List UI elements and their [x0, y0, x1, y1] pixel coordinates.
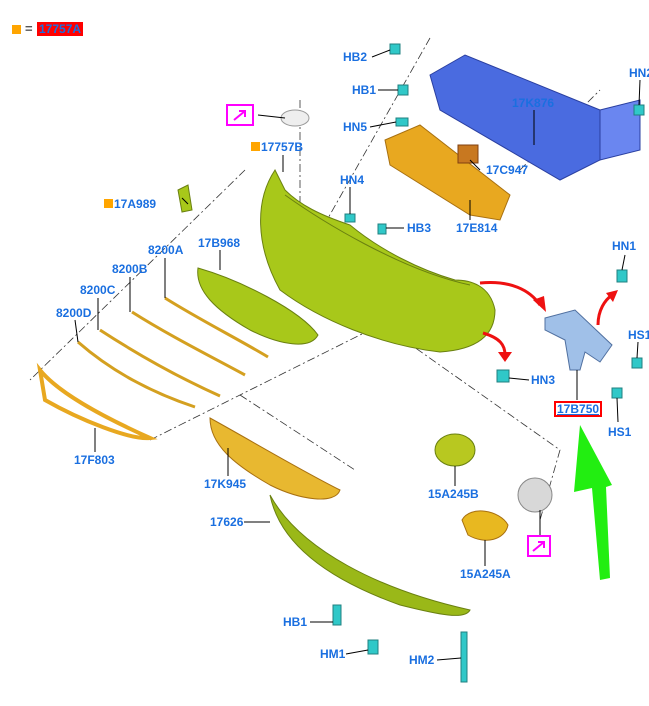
reference-box[interactable] — [226, 104, 254, 126]
part-label[interactable]: 15A245A — [460, 567, 511, 581]
clips — [332, 43, 645, 683]
part-label[interactable]: 8200A — [148, 243, 184, 257]
part-label[interactable]: HS1 — [608, 425, 632, 439]
orange-marker — [251, 142, 260, 151]
part-label[interactable]: 8200C — [80, 283, 116, 297]
energy-absorber — [384, 124, 511, 221]
lower-spoiler — [269, 494, 471, 616]
reference-arrow-icon — [532, 541, 545, 552]
part-label[interactable]: 17E814 — [456, 221, 498, 235]
leader-lines — [74, 49, 641, 661]
cap — [280, 109, 310, 127]
legend-swatch — [12, 25, 21, 34]
center-grille — [209, 417, 341, 500]
fog-lamp — [517, 477, 553, 513]
part-label[interactable]: 8200D — [56, 306, 92, 320]
part-label[interactable]: 17K945 — [204, 477, 247, 491]
bracket — [544, 309, 613, 371]
trim-strips — [77, 296, 269, 409]
legend-equals: = — [25, 21, 33, 36]
part-label[interactable]: 17K876 — [512, 96, 555, 110]
part-label[interactable]: 15A245B — [428, 487, 479, 501]
orange-marker — [104, 199, 113, 208]
fog-cover — [434, 433, 476, 467]
part-label[interactable]: 17A989 — [114, 197, 157, 211]
part-label[interactable]: 17C947 — [486, 163, 529, 177]
bumper-cover — [260, 169, 496, 353]
part-label[interactable]: 17757B — [261, 140, 304, 154]
part-label[interactable]: HM2 — [409, 653, 435, 667]
reference-arrow-icon — [233, 110, 246, 121]
fog-bezel — [461, 510, 509, 541]
part-label[interactable]: HN2 — [629, 66, 649, 80]
part-label[interactable]: 17F803 — [74, 453, 115, 467]
part-label[interactable]: HM1 — [320, 647, 346, 661]
part-label[interactable]: HN5 — [343, 120, 368, 134]
part-label[interactable]: HN3 — [531, 373, 556, 387]
highlighted-part-label[interactable]: 17B750 — [554, 401, 603, 417]
part-label[interactable]: HB2 — [343, 50, 368, 64]
part-label[interactable]: HB1 — [352, 83, 377, 97]
lower-grille — [197, 267, 319, 345]
legend-code[interactable]: 17757A — [37, 22, 84, 36]
part-label[interactable]: HS1 — [628, 328, 649, 342]
part-label[interactable]: HN4 — [340, 173, 365, 187]
part-label[interactable]: HB3 — [407, 221, 432, 235]
bracket-17a989 — [177, 184, 193, 213]
part-label[interactable]: 8200B — [112, 262, 148, 276]
grille-frame — [36, 362, 158, 441]
green-arrow — [574, 425, 612, 580]
part-label[interactable]: 17B968 — [198, 236, 241, 250]
part-label[interactable]: 17626 — [210, 515, 244, 529]
part-label[interactable]: HN1 — [612, 239, 637, 253]
part-label[interactable]: HB1 — [283, 615, 308, 629]
reference-box[interactable] — [527, 535, 551, 557]
